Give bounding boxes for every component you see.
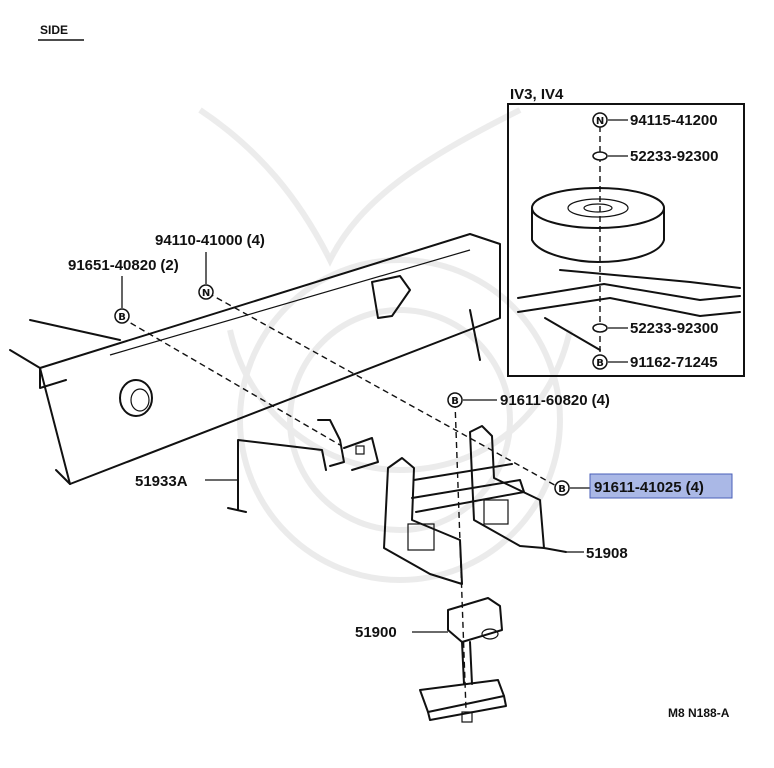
inset-box [507, 103, 745, 377]
nut-badge: N [596, 116, 604, 127]
nut-badge: N [202, 288, 210, 299]
bolt-badge: B [596, 358, 604, 369]
bolt-marker [554, 480, 570, 496]
callout-91611-60820: 91611-60820(4) [500, 392, 610, 409]
bolt-marker [447, 392, 463, 408]
highlight-box[interactable] [589, 473, 733, 499]
side-label: SIDE [40, 23, 68, 37]
carrier-51908 [383, 425, 567, 585]
diagram-code: M8 N188-A [668, 706, 730, 720]
inset-title: IV3, IV4 [510, 86, 564, 103]
assembly-line [121, 317, 341, 446]
winch-51900 [419, 597, 507, 723]
watermark [198, 107, 573, 583]
nut-marker [198, 284, 214, 300]
callout-51908: 51908 [586, 545, 628, 562]
inset-frame-rails [517, 269, 741, 351]
nut-marker [592, 112, 608, 128]
callout-91651-40820: 91651-40820(2) [68, 257, 179, 274]
callout-52233-92300-top: 52233-92300 [630, 148, 718, 165]
spare-tire [531, 187, 665, 263]
bolt-badge: B [558, 484, 566, 495]
callout-51900: 51900 [355, 624, 397, 641]
callout-51933a: 51933A [135, 473, 188, 490]
bolt-badge: B [451, 396, 459, 407]
callout-94115-41200: 94115-41200 [630, 112, 718, 129]
callout-91611-41025[interactable]: 91611-41025(4) [594, 479, 704, 496]
callout-91162-71245: 91162-71245 [630, 354, 718, 371]
callout-52233-92300-bottom: 52233-92300 [630, 320, 718, 337]
bolt-marker [592, 354, 608, 370]
washer-icon [592, 323, 608, 333]
washer-icon [592, 151, 608, 161]
callout-94110-41000: 94110-41000(4) [155, 232, 265, 249]
assembly-line [207, 292, 561, 489]
bolt-marker [114, 308, 130, 324]
bracket-51933a [227, 419, 379, 513]
frame-crossmember [9, 233, 501, 485]
bolt-badge: B [118, 312, 126, 323]
